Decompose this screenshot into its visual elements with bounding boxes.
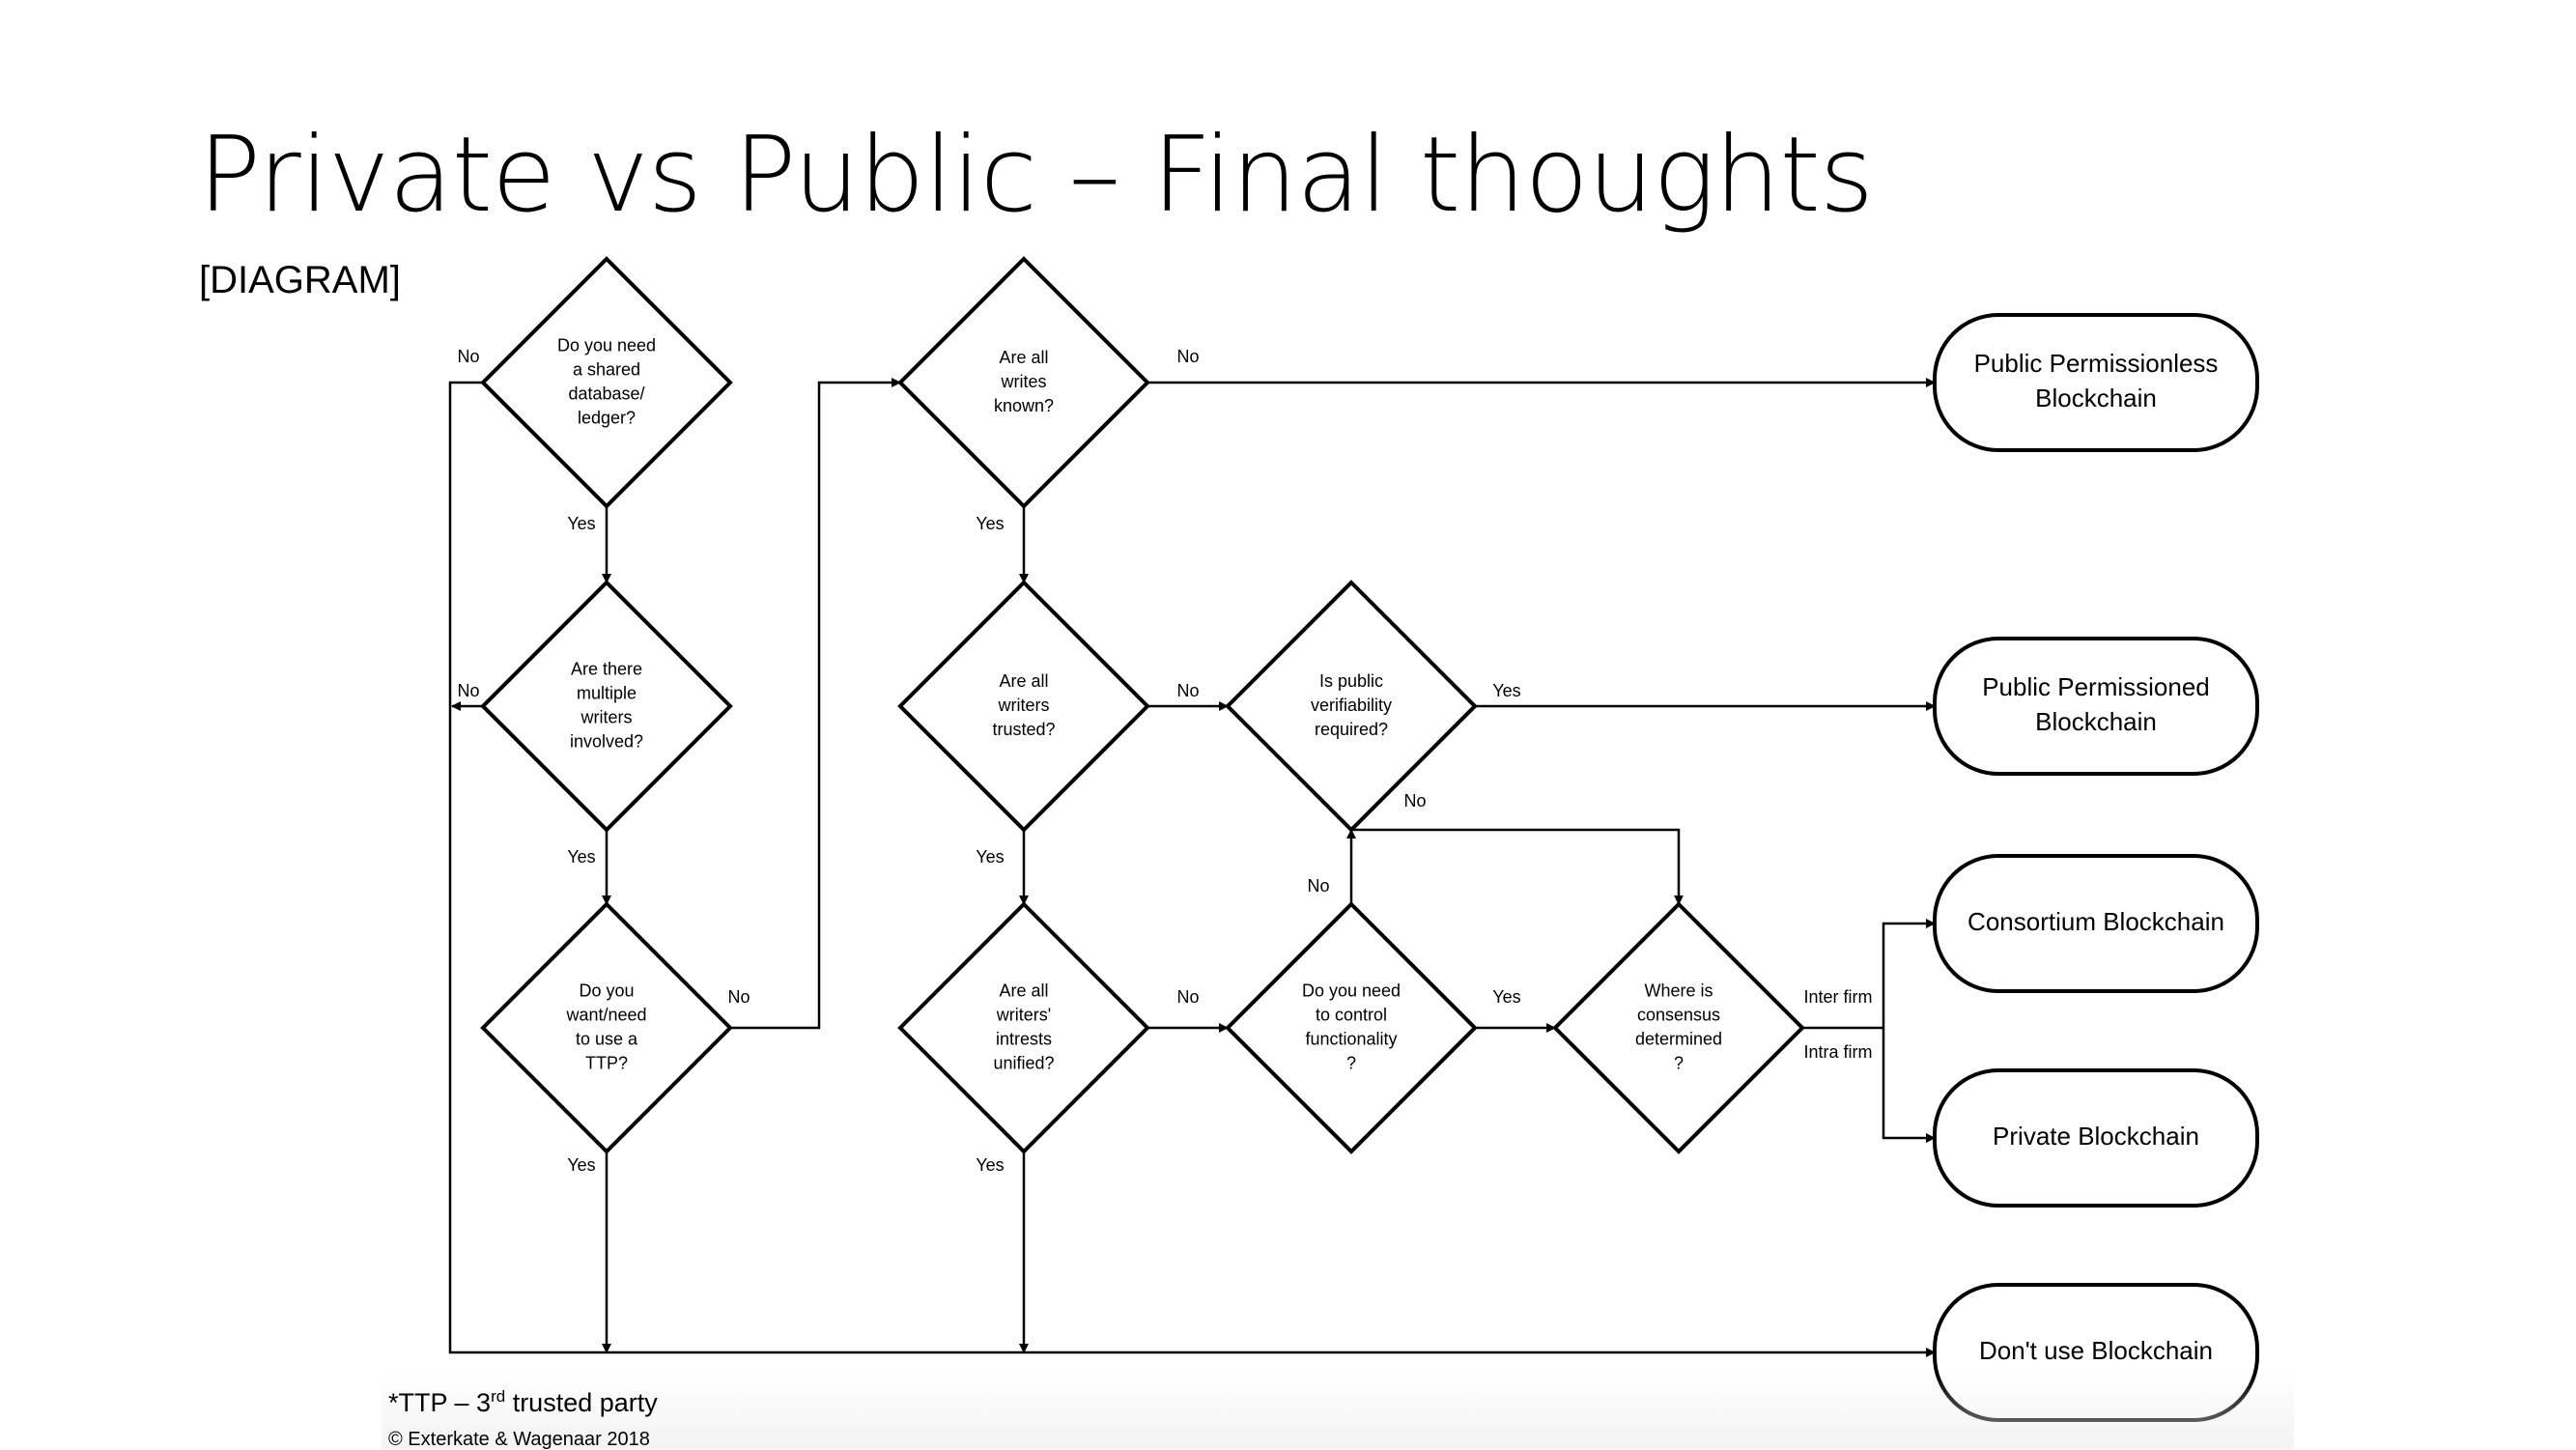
- node-text-line: involved?: [570, 731, 643, 751]
- node-text-line: Are all: [999, 348, 1048, 367]
- node-text-line: to use a: [576, 1029, 638, 1048]
- slide-title: Private vs Public – Final thoughts: [198, 115, 1874, 236]
- outcome-terminal: [1933, 1068, 2259, 1208]
- node-text-line: writes: [1000, 372, 1046, 391]
- slide-subtitle: [DIAGRAM]: [199, 259, 401, 301]
- node-text-line: Do you: [579, 981, 634, 1000]
- node-text-line: ?: [1346, 1053, 1356, 1072]
- node-text-line: trusted?: [992, 720, 1055, 739]
- decision-diamond: [480, 256, 733, 509]
- node-text-line: Are all: [999, 671, 1048, 691]
- connector: [448, 381, 1936, 1357]
- node-text-line: Do you need: [557, 335, 656, 355]
- bottom-shade: [382, 1372, 2294, 1449]
- node-text-line: required?: [1315, 720, 1388, 739]
- node-text-line: Blockchain: [2035, 384, 2157, 412]
- label-yes: Yes: [976, 847, 1004, 867]
- node-text-line: consensus: [1637, 1005, 1720, 1024]
- node-text-line: Private Blockchain: [1993, 1122, 2199, 1151]
- decision-diamond: [1552, 901, 1805, 1154]
- connector: [730, 378, 901, 1030]
- connector: [1351, 828, 1684, 905]
- label-yes: Yes: [567, 847, 595, 867]
- decision-writers-known: Are all writes known?: [897, 256, 1150, 509]
- label-no: No: [727, 987, 750, 1007]
- decision-diamond: [897, 901, 1150, 1154]
- node-text-line: Blockchain: [2035, 707, 2157, 736]
- node-text-line: Where is: [1644, 981, 1713, 1000]
- label-yes: Yes: [976, 514, 1004, 533]
- node-text-line: ?: [1674, 1053, 1684, 1072]
- node-text-line: Public Permissionless: [1974, 349, 2219, 378]
- node-text-line: a shared: [573, 359, 640, 379]
- outcome-consortium: Consortium Blockchain: [1933, 854, 2259, 993]
- node-text-line: Don't use Blockchain: [1979, 1336, 2213, 1365]
- decision-writers-trusted: Are all writers trusted?: [897, 580, 1150, 833]
- node-text-line: functionality: [1305, 1029, 1397, 1048]
- node-text-line: Consortium Blockchain: [1967, 907, 2224, 936]
- decision-public-verifiability: Is public verifiability required?: [1225, 580, 1478, 833]
- node-text-line: database/: [568, 384, 644, 403]
- label-yes: Yes: [567, 1155, 595, 1175]
- label-intra-firm: Intra firm: [1803, 1042, 1872, 1062]
- decision-shared-db: Do you need a shared database/ledger?: [480, 256, 733, 509]
- label-inter-firm: Inter firm: [1803, 987, 1872, 1007]
- label-yes: Yes: [976, 1155, 1004, 1175]
- decision-diamond: [897, 580, 1150, 833]
- decision-diamond: [1225, 901, 1478, 1154]
- label-no: No: [1403, 791, 1426, 810]
- copyright-notice: © Exterkate & Wagenaar 2018: [388, 1429, 650, 1450]
- node-text-line: intrests: [996, 1029, 1052, 1048]
- label-no: No: [1176, 681, 1199, 700]
- connector: [1882, 1028, 1936, 1143]
- node-text-line: Do you need: [1302, 981, 1401, 1000]
- node-text-line: to control: [1316, 1005, 1387, 1024]
- node-text-line: unified?: [993, 1053, 1054, 1072]
- node-text-line: TTP?: [585, 1053, 628, 1072]
- decision-interests-unified: Are all writers' intrests unified?: [897, 901, 1150, 1154]
- node-text-line: writers: [998, 696, 1050, 715]
- node-text-line: Is public: [1319, 671, 1383, 691]
- node-text-line: want/need: [565, 1005, 646, 1024]
- flowchart-edge-labels: NoYesNoYesNoYesNoYesNoYesNoYesYesNoNoYes…: [457, 347, 1872, 1175]
- node-text-line: writers': [996, 1005, 1051, 1024]
- decision-diamond: [897, 256, 1150, 509]
- outcome-terminal: [1933, 637, 2259, 776]
- label-yes: Yes: [1492, 987, 1520, 1007]
- decision-diamond: [1225, 580, 1478, 833]
- node-text-line: Are there: [571, 659, 642, 678]
- node-text-line: Public Permissioned: [1982, 672, 2210, 701]
- node-text-line: determined: [1635, 1029, 1722, 1048]
- node-text-line: verifiability: [1311, 696, 1392, 715]
- label-no: No: [1176, 347, 1199, 366]
- node-text-line: ledger?: [578, 408, 636, 427]
- decision-diamond: [480, 580, 733, 833]
- node-text-line: Are all: [999, 981, 1048, 1000]
- outcome-private: Private Blockchain: [1933, 1068, 2259, 1208]
- footnote: *TTP – 3rd trusted party: [388, 1387, 658, 1417]
- decision-consensus: Where is consensus determined?: [1552, 901, 1805, 1154]
- decision-control-functionality: Do you need to control functionality?: [1225, 901, 1478, 1154]
- decision-diamond: [480, 901, 733, 1154]
- label-no: No: [1176, 987, 1199, 1007]
- label-no: No: [457, 681, 479, 700]
- outcome-terminal: [1933, 313, 2259, 452]
- decision-multiple-writers: Are there multiple writers involved?: [480, 580, 733, 833]
- flowchart-connectors: [448, 378, 1936, 1357]
- label-yes: Yes: [567, 514, 595, 533]
- flowchart-nodes: Do you need a shared database/ledger? Are t…: [480, 256, 2259, 1422]
- label-no: No: [1307, 876, 1329, 896]
- label-no: No: [457, 347, 479, 366]
- node-text-line: known?: [994, 396, 1054, 415]
- label-yes: Yes: [1492, 681, 1520, 700]
- outcome-terminal: [1933, 854, 2259, 993]
- node-text-line: writers: [580, 707, 633, 726]
- connector: [1882, 919, 1936, 1028]
- node-text-line: multiple: [577, 683, 637, 702]
- decision-ttp: Do you want/need to use a TTP?: [480, 901, 733, 1154]
